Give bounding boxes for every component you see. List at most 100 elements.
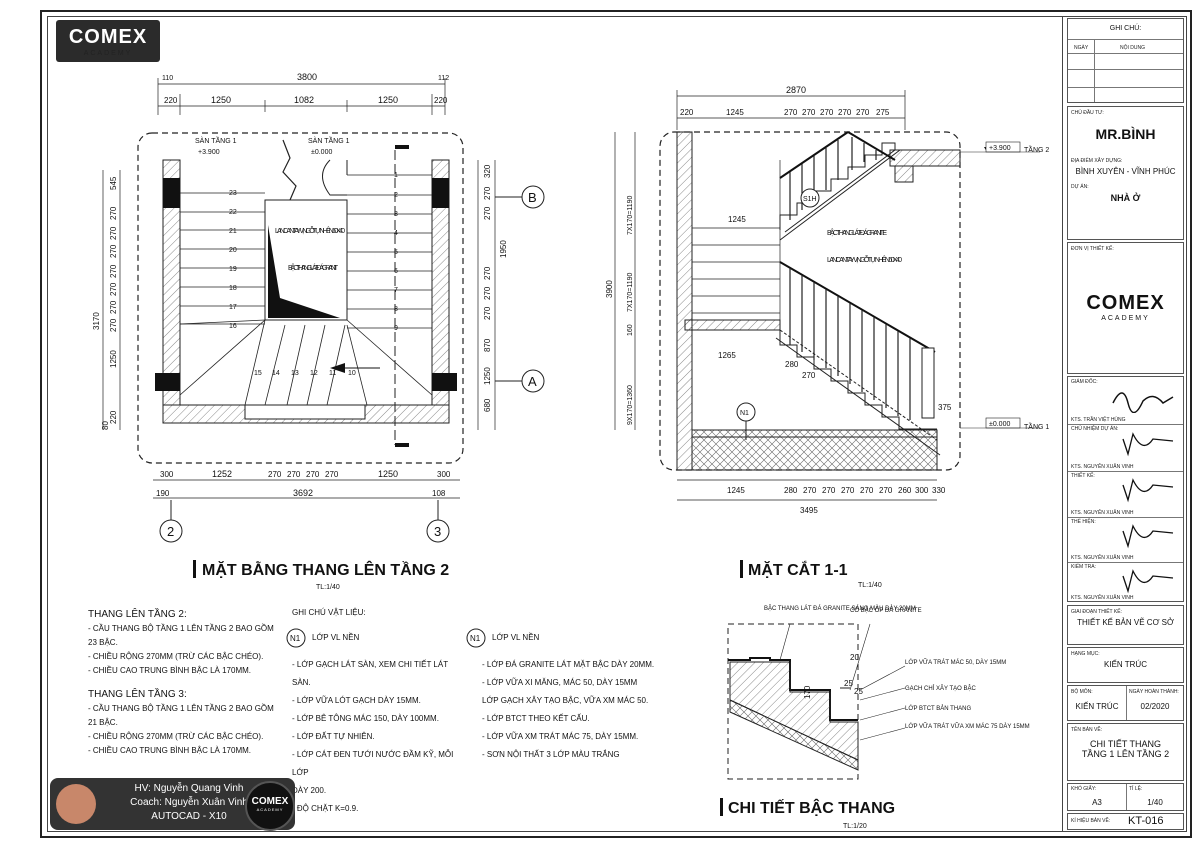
- code-cell: KÍ HIỆU BẢN VẼ: KT-016: [1067, 813, 1184, 830]
- tb-label: ĐƠN VỊ THIẾT KẾ:: [1071, 246, 1114, 252]
- material-item: - ĐỘ CHẶT K=0.9.: [292, 804, 359, 813]
- dim-label: 1245: [728, 215, 746, 224]
- dim-label: 220: [680, 108, 694, 117]
- dim-label: 270: [109, 264, 118, 278]
- signature-icon: [1122, 524, 1174, 549]
- detail-label: BẬC THANG LÁT ĐÁ GRANITE SÁNG MÀU DÀY 20…: [764, 605, 916, 612]
- dim-label: 270: [803, 486, 817, 495]
- step-label: 14: [272, 370, 280, 377]
- axis-bubble-3: [426, 519, 450, 543]
- dim-label: 270: [306, 470, 320, 479]
- tb-label: GIAI ĐOẠN THIẾT KẾ:: [1071, 609, 1122, 615]
- step-label: 11: [329, 370, 336, 377]
- materials-heading: GHI CHÚ VẬT LIỆU:: [292, 608, 366, 617]
- dim-label: 1265: [718, 351, 736, 360]
- dim-label: 270: [838, 108, 852, 117]
- drawing-name: CHI TIẾT THANG: [1089, 739, 1161, 749]
- designer-sub: ACADEMY: [1101, 315, 1150, 322]
- notes-heading: THANG LÊN TẦNG 2:: [88, 609, 187, 620]
- step-label: 3: [394, 211, 398, 218]
- section-level: ±0.000: [989, 421, 1010, 428]
- plan-floor-label: SÀN TẦNG 1: [308, 135, 350, 145]
- tb-label: NGÀY: [1074, 45, 1089, 51]
- step-label: 16: [229, 323, 237, 330]
- stair-section: S1H N1 BẬC THANG LÁT ĐÁ GRANITE LAN CAN …: [605, 85, 1049, 589]
- logo-sub: ACADEMY: [83, 50, 133, 57]
- dim-label: 3800: [297, 72, 317, 82]
- project-name: NHÀ Ở: [1110, 193, 1141, 203]
- badge-logo-sub: ACADEMY: [256, 807, 284, 812]
- signature-icon: [1122, 478, 1174, 503]
- section-title: MẶT CẮT 1-1: [748, 560, 848, 579]
- tb-label: GHI CHÚ:: [1109, 25, 1142, 32]
- tb-label: KHỔ GIẤY:: [1071, 786, 1097, 792]
- material-tag: N1: [290, 634, 301, 643]
- designer-brand: COMEX: [1086, 292, 1165, 314]
- dim-label: 270: [841, 486, 855, 495]
- dim-label: 270: [109, 226, 118, 240]
- drawing-name: TẦNG 1 LÊN TẦNG 2: [1081, 749, 1170, 759]
- badge-text: HV: Nguyễn Quang Vinh Coach: Nguyễn Xuân…: [114, 782, 264, 824]
- tb-label: GIÁM ĐỐC:: [1071, 379, 1098, 385]
- dim-label: 270: [856, 108, 870, 117]
- material-item: - LỚP VỮA XM TRÁT MÁC 75, DÀY 15MM.: [482, 732, 639, 741]
- dim-label: 270: [325, 470, 339, 479]
- dim-label: 170: [803, 685, 812, 699]
- dim-label: 270: [268, 470, 282, 479]
- notes-line: - CHIỀU RỘNG 270MM (TRỪ CÁC BẬC CHÉO).: [88, 732, 264, 741]
- paper-cell: KHỔ GIẤY: A3 TỈ LỆ: 1/40: [1067, 783, 1184, 811]
- dim-label: 270: [802, 108, 816, 117]
- step-label: 20: [229, 247, 237, 254]
- dim-label: 270: [109, 244, 118, 258]
- section-level-name: TẦNG 2: [1024, 144, 1049, 154]
- completion-date: 02/2020: [1140, 702, 1170, 711]
- material-item: - LỚP CÁT ĐEN TƯỚI NƯỚC ĐẦM KỸ, MỖI LỚP: [292, 750, 454, 777]
- tb-label: ĐỊA ĐIỂM XÂY DỰNG:: [1071, 158, 1123, 164]
- drawing-name-cell: TÊN BẢN VẼ: CHI TIẾT THANG TẦNG 1 LÊN TẦ…: [1067, 723, 1184, 781]
- signature-icon: [1122, 569, 1174, 594]
- material-item: - LỚP BTCT THEO KẾT CẤU.: [482, 714, 590, 723]
- dim-label: 20: [850, 653, 859, 662]
- axis-label: A: [528, 374, 537, 389]
- discipline-cell: BỘ MÔN: KIẾN TRÚC NGÀY HOÀN THÀNH: 02/20…: [1067, 685, 1184, 721]
- detail-label-text: BẬC THANG LÁT ĐÁ GRANITE SÁNG MÀU DÀY 20…: [764, 605, 916, 612]
- dim-label: 9X170=1360: [627, 385, 634, 425]
- material-item: - LỚP BÊ TÔNG MÁC 150, DÀY 100MM.: [292, 714, 439, 723]
- tb-label: CHỦ NHIỆM DỰ ÁN:: [1071, 426, 1119, 432]
- tb-label: BỘ MÔN:: [1071, 689, 1093, 695]
- dim-label: 330: [932, 486, 946, 495]
- step-label: 15: [254, 370, 262, 377]
- category: KIẾN TRÚC: [1104, 660, 1147, 669]
- dim-label: 80: [101, 421, 110, 430]
- tb-label: KÍ HIỆU BẢN VẼ:: [1071, 818, 1111, 824]
- plan-floor-label: SÀN TẦNG 1: [195, 135, 237, 145]
- material-item: LỚP GẠCH XÂY TẠO BẬC, VỮA XM MÁC 50.: [482, 696, 649, 705]
- dim-label: 3495: [800, 506, 818, 515]
- sheet-inner-border: [47, 16, 1187, 832]
- dim-label: 3692: [293, 488, 313, 498]
- dim-label: 270: [820, 108, 834, 117]
- plan-step-material: BẬC THANG LÁT ĐÁ GRANIT: [288, 263, 339, 272]
- material-tag: N1: [470, 634, 481, 643]
- material-item: - LỚP VỮA XI MĂNG, MÁC 50, DÀY 15MM: [482, 678, 638, 687]
- tb-label: NỘI DUNG: [1120, 45, 1145, 51]
- materials-col2: - LỚP ĐÁ GRANITE LÁT MẶT BẬC DÀY 20MM. -…: [482, 656, 662, 764]
- step-label: 17: [229, 304, 237, 311]
- detail-label: LỚP BTCT BẢN THANG: [905, 705, 971, 712]
- dim-label: 1250: [378, 469, 398, 479]
- owner-name: MR.BÌNH: [1095, 126, 1156, 142]
- dim-label: 220: [164, 96, 178, 105]
- dim-label: 1245: [727, 486, 745, 495]
- tb-label: KTS. NGUYỄN XUÂN VINH: [1071, 555, 1134, 561]
- materials-col1: - LỚP GẠCH LÁT SÀN, XEM CHI TIẾT LÁT SÀN…: [292, 656, 462, 818]
- dim-label: 112: [438, 75, 449, 82]
- step-label: 9: [394, 325, 398, 332]
- dim-label: 270: [802, 371, 816, 380]
- dim-label: 270: [109, 282, 118, 296]
- dim-label: 270: [483, 266, 492, 280]
- material-tag-n1: [286, 628, 306, 648]
- signature-icon: [1112, 392, 1174, 413]
- dim-label: 270: [109, 300, 118, 314]
- dim-label: 25: [844, 679, 853, 688]
- axis-bubble-2: [159, 519, 183, 543]
